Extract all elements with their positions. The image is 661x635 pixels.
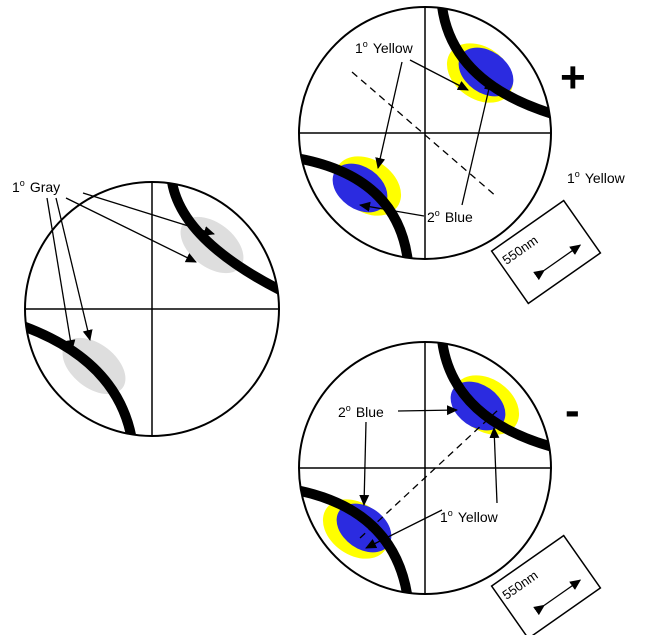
arrow-yellow-to-upper (409, 59, 469, 91)
isogyre-lower (299, 485, 413, 594)
accessory-plate: 550nm (490, 534, 602, 635)
isogyre-upper (167, 182, 279, 295)
arrow-blue-to-upper (461, 79, 494, 206)
accessory-plate: 550nm (490, 199, 602, 305)
arrow-gray-to-lower-b (55, 197, 93, 341)
arrow-gray-to-upper-b (65, 197, 197, 263)
sign-plus: + (560, 53, 586, 102)
arrow-yellow-to-lower (375, 61, 403, 169)
isogyre-lower (25, 320, 137, 436)
slow-ray-dashed-line (351, 71, 498, 198)
arrow-gray-to-lower-a (46, 197, 76, 351)
isogyre-lower (299, 153, 413, 259)
slow-ray-dashed-line (359, 409, 499, 539)
slow-direction-double-arrow (533, 579, 582, 616)
sign-minus: - (565, 386, 580, 435)
arrow-blue-to-upper (397, 405, 458, 416)
isogyre-upper (437, 342, 551, 453)
blue-spot-upper (458, 47, 514, 97)
arrow-yellow-to-upper (489, 427, 500, 504)
arrow-blue-to-lower (359, 201, 425, 217)
slow-direction-double-arrow (533, 244, 582, 281)
field-of-view-circle (24, 181, 280, 437)
arrow-blue-to-lower (359, 421, 370, 506)
blue-spot-lower (336, 503, 392, 553)
field-of-view-circle (298, 341, 552, 595)
field-of-view-circle (298, 6, 552, 260)
arrow-gray-to-upper-a (82, 192, 215, 236)
isogyre-upper (437, 7, 551, 120)
arrow-yellow-to-lower (365, 509, 443, 549)
